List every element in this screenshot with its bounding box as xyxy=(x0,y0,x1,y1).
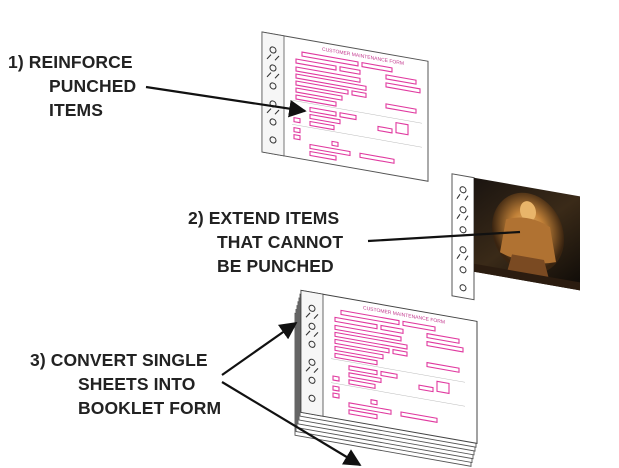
step-2-label: 2) EXTEND ITEMS THAT CANNOT BE PUNCHED xyxy=(188,206,343,278)
step-3-line-1: 3) CONVERT SINGLE xyxy=(30,350,208,370)
arrow-3-lower xyxy=(221,381,362,466)
step-1-label: 1) REINFORCE PUNCHED ITEMS xyxy=(8,50,136,122)
step-1-line-1: 1) REINFORCE xyxy=(8,52,133,72)
step-3-line-3: BOOKLET FORM xyxy=(78,398,222,418)
step-1-line-3: ITEMS xyxy=(49,100,103,120)
step-2-line-2: THAT CANNOT xyxy=(217,232,344,252)
arrows xyxy=(145,85,521,466)
arrow-3-upper xyxy=(221,321,298,376)
form-fields xyxy=(293,51,421,164)
step-2-line-1: 2) EXTEND ITEMS xyxy=(188,208,340,228)
arrow-1 xyxy=(145,85,307,118)
statue-photo xyxy=(474,177,580,291)
extended-photo-illustration xyxy=(451,173,580,301)
step-3-line-2: SHEETS INTO xyxy=(78,374,196,394)
slash-marks xyxy=(266,54,280,115)
reinforced-sheet-illustration: CUSTOMER MAINTENANCE FORM xyxy=(261,31,429,182)
arrow-2 xyxy=(367,230,521,243)
step-3-label: 3) CONVERT SINGLE SHEETS INTO BOOKLET FO… xyxy=(30,348,221,420)
step-2-line-3: BE PUNCHED xyxy=(217,256,334,276)
step-1-line-2: PUNCHED xyxy=(49,76,137,96)
booklet-illustration: CUSTOMER MAINTENANCE FORM xyxy=(294,289,478,467)
